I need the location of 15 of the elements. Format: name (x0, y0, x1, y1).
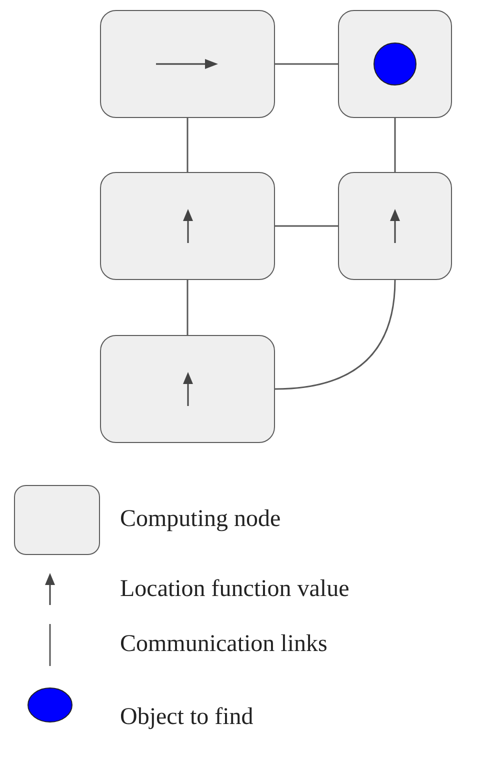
computing-node-box (100, 172, 275, 280)
legend-label: Computing node (120, 506, 281, 533)
computing-node-box (338, 10, 452, 118)
computing-node-box (100, 335, 275, 443)
legend-label: Location function value (120, 576, 350, 603)
legend-label: Communication links (120, 631, 328, 658)
link-line (186, 118, 188, 172)
computing-node-box (338, 172, 452, 280)
link-line (394, 118, 396, 172)
link-line (275, 63, 338, 65)
legend-label: Object to find (120, 704, 254, 731)
computing-node-box (100, 10, 275, 118)
link-line (274, 280, 396, 390)
link-line (275, 225, 338, 227)
link-line (186, 280, 188, 335)
